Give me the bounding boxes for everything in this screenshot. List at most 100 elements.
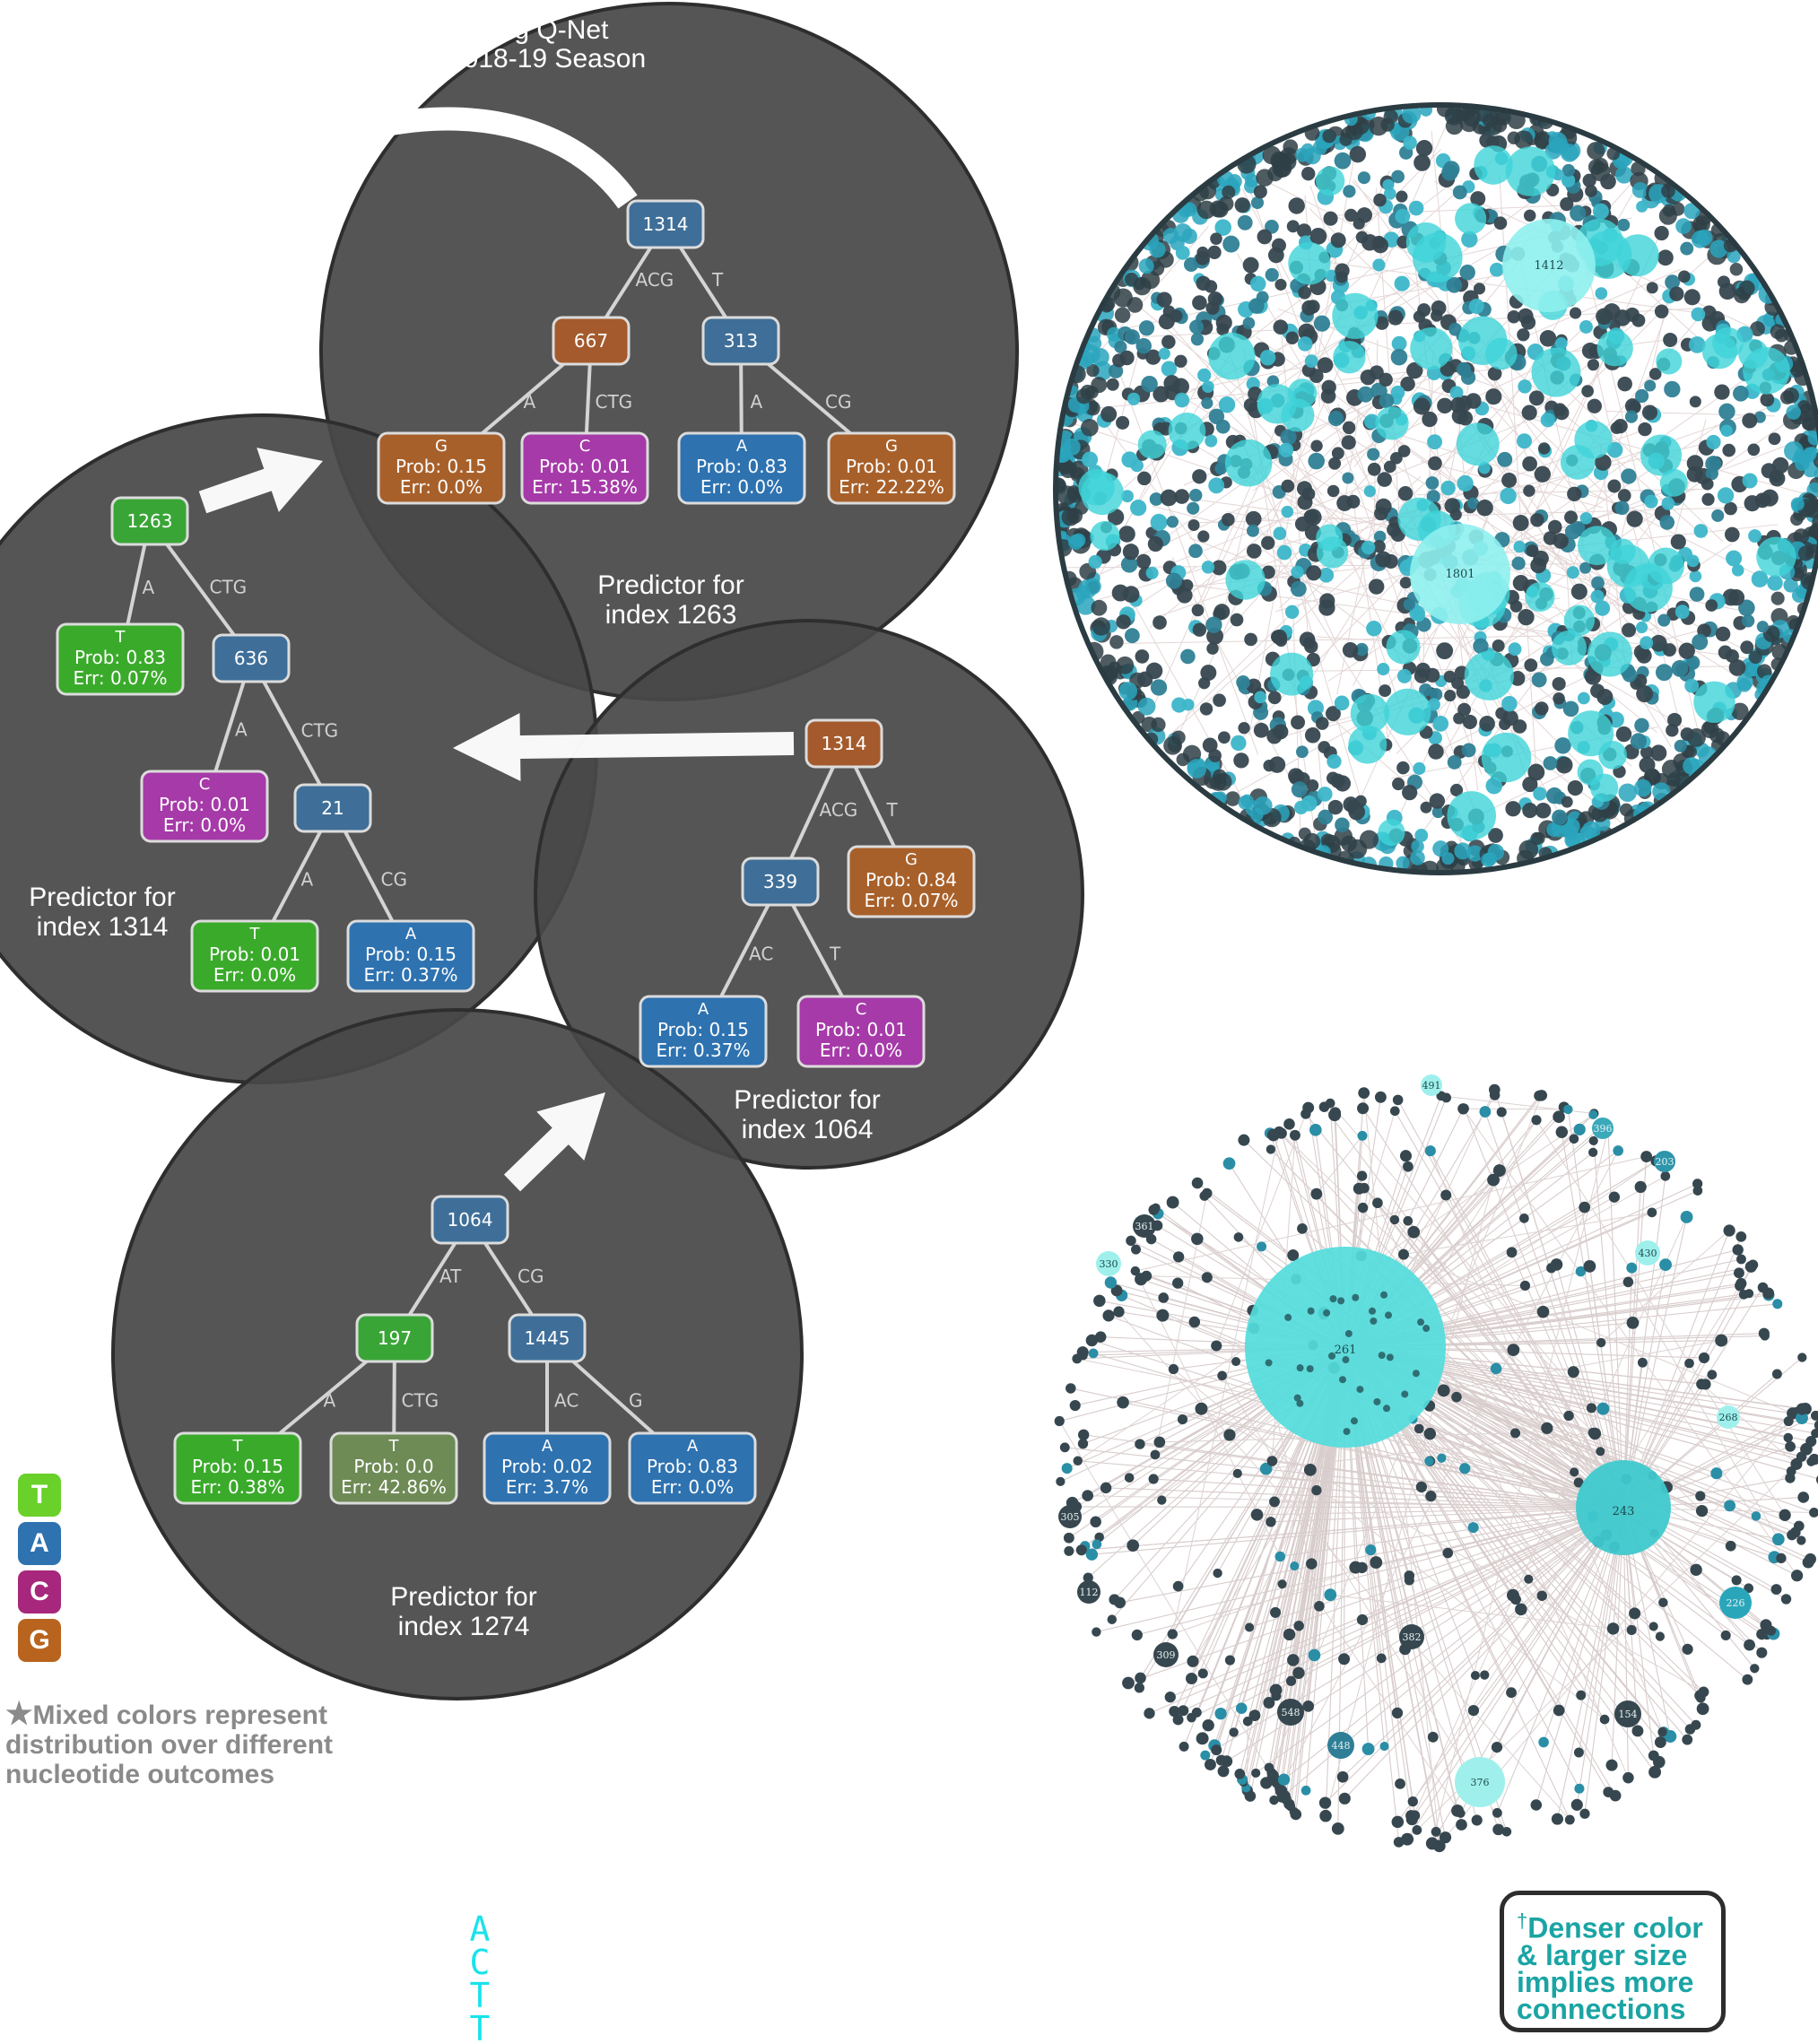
network-node [1678, 270, 1691, 283]
network-node [1706, 434, 1721, 450]
network-node [1124, 329, 1140, 345]
network-node [1355, 642, 1369, 657]
network-node [1253, 796, 1273, 815]
network-node [1726, 550, 1743, 567]
network-node [1157, 1495, 1167, 1505]
network-node [1519, 1213, 1529, 1223]
network-node [1459, 265, 1475, 281]
network-node [1173, 223, 1193, 242]
network-node [1135, 1672, 1146, 1684]
network-node [1197, 530, 1210, 543]
network-node [1570, 583, 1587, 600]
network-node [1271, 629, 1288, 646]
network-node [1710, 1467, 1723, 1480]
network-edge [1463, 1109, 1798, 1577]
network-node [1626, 510, 1643, 527]
network-hub-node [1576, 1460, 1671, 1555]
network-node [1440, 1189, 1452, 1201]
network-edge [1172, 1561, 1377, 1635]
network-node [1373, 530, 1387, 544]
leaf-node [483, 1431, 612, 1505]
network-node [1814, 1419, 1818, 1431]
network-node [1263, 760, 1275, 772]
network-node [1705, 466, 1718, 481]
network-node [1756, 1647, 1768, 1658]
network-node [1756, 621, 1769, 633]
network-node [1522, 776, 1538, 793]
network-node [1231, 735, 1247, 752]
network-node [1373, 193, 1387, 207]
network-node [1624, 410, 1639, 423]
network-node [1596, 1337, 1606, 1348]
network-node [1233, 1232, 1244, 1242]
network-edge [1191, 1507, 1624, 1718]
network-node [1501, 472, 1518, 488]
network-node [1519, 1280, 1531, 1292]
network-edge [1443, 1340, 1722, 1391]
network-node [1061, 1463, 1073, 1474]
network-node [1229, 1727, 1239, 1737]
network-edge [1275, 1507, 1624, 1691]
network-node [1322, 128, 1336, 144]
network-node [1554, 737, 1571, 754]
network-node [1135, 337, 1152, 354]
leaf-probability: Prob: 0.01 [159, 794, 250, 815]
network-node [1470, 191, 1486, 207]
network-node [1056, 1476, 1066, 1486]
network-node [1391, 1815, 1405, 1829]
network-node [1084, 578, 1101, 595]
network-node [1195, 1402, 1208, 1415]
network-node [1245, 510, 1262, 527]
network-node [1118, 682, 1138, 700]
network-node [1591, 576, 1605, 590]
network-node [1588, 1109, 1598, 1120]
network-node [1489, 1090, 1501, 1100]
network-edge [1363, 310, 1705, 716]
network-node [1233, 752, 1249, 769]
network-node [1644, 494, 1658, 509]
network-node [1306, 1558, 1318, 1570]
network-node [1402, 785, 1418, 801]
network-node [1744, 1639, 1755, 1651]
network-node [1518, 308, 1534, 325]
network-node [1675, 218, 1692, 234]
network-node [1176, 587, 1193, 604]
network-node [1342, 642, 1359, 658]
network-node [1375, 406, 1409, 440]
network-node [1392, 1094, 1404, 1106]
leaf-node [847, 845, 976, 918]
network-node [1626, 1262, 1638, 1274]
network-node [1807, 431, 1818, 446]
dagger-icon: † [1517, 1909, 1528, 1932]
leaf-outcome: A [542, 1437, 553, 1456]
network-labeled-node [1153, 1642, 1179, 1667]
network-node [1461, 230, 1478, 248]
seq-letter: T [469, 2009, 491, 2044]
leaf-outcome: T [388, 1437, 400, 1456]
network-node [1342, 472, 1354, 484]
network-node [1538, 1736, 1549, 1748]
network-node [1302, 637, 1316, 649]
network-node [1264, 1762, 1274, 1773]
network-node [1224, 1655, 1235, 1666]
network-node [1474, 145, 1513, 185]
network-node [1693, 681, 1735, 724]
network-edge [1701, 1383, 1797, 1465]
leaf-outcome: C [579, 437, 591, 456]
network-node [1397, 1248, 1409, 1260]
network-node [1701, 305, 1717, 320]
leaf-node [329, 1431, 458, 1505]
network-node [1751, 570, 1769, 587]
leaf-error: Err: 0.0% [651, 1476, 734, 1498]
network-node [1564, 523, 1581, 540]
leaf-outcome: C [199, 775, 211, 794]
network-node [1135, 553, 1152, 570]
network-node [1686, 554, 1700, 568]
network-labeled-node [1058, 1505, 1082, 1528]
network-node [1770, 1584, 1782, 1596]
leaf-outcome: G [435, 437, 448, 456]
network-node [1254, 691, 1267, 704]
network-node [1569, 307, 1582, 319]
network-node [1315, 166, 1345, 196]
network-node [1425, 667, 1440, 683]
